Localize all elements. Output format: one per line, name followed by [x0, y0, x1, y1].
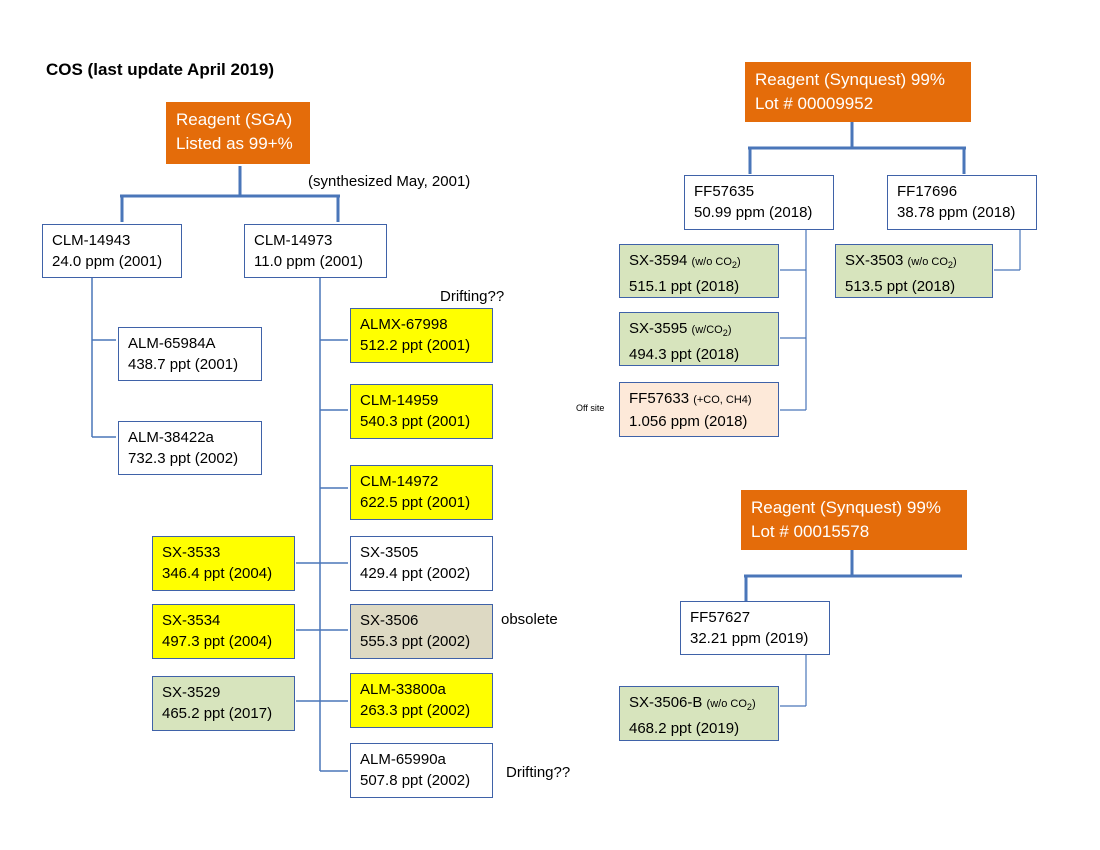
- ff57633-id: FF57633: [629, 390, 690, 407]
- ff17696-value: 38.78 ppm (2018): [897, 204, 1016, 221]
- sx-3506-b-sub: 2: [746, 702, 752, 713]
- sx-3503-node: SX-3503 (w/o CO2) 513.5 ppt (2018): [835, 244, 993, 298]
- ff57635-node: FF57635 50.99 ppm (2018): [684, 175, 834, 230]
- reagent-synquest-1-line1: Reagent (Synquest) 99%: [755, 70, 945, 89]
- sx-3533-value: 346.4 ppt (2004): [162, 565, 273, 582]
- sx-3505-node: SX-3505 429.4 ppt (2002): [350, 536, 493, 591]
- clm-14973-value: 11.0 ppm (2001): [254, 253, 363, 270]
- clm-14959-value: 540.3 ppt (2001): [360, 413, 471, 430]
- ff17696-node: FF17696 38.78 ppm (2018): [887, 175, 1037, 230]
- sx-3506-b-node: SX-3506-B (w/o CO2) 468.2 ppt (2019): [619, 686, 779, 741]
- reagent-sga-node: Reagent (SGA) Listed as 99+%: [166, 102, 310, 164]
- sx-3534-id: SX-3534: [162, 612, 221, 629]
- sx-3594-note: (w/o CO: [691, 256, 732, 268]
- sx-3506-b-id: SX-3506-B: [629, 694, 703, 711]
- sx-3595-node: SX-3595 (w/CO2) 494.3 ppt (2018): [619, 312, 779, 366]
- almx-67998-node: ALMX-67998 512.2 ppt (2001): [350, 308, 493, 363]
- obsolete-note: obsolete: [501, 611, 558, 628]
- sx-3594-node: SX-3594 (w/o CO2) 515.1 ppt (2018): [619, 244, 779, 298]
- sx-3533-node: SX-3533 346.4 ppt (2004): [152, 536, 295, 591]
- ff57627-value: 32.21 ppm (2019): [690, 630, 809, 647]
- sx-3529-value: 465.2 ppt (2017): [162, 705, 273, 722]
- sx-3506-value: 555.3 ppt (2002): [360, 633, 471, 650]
- clm-14943-value: 24.0 ppm (2001): [52, 253, 163, 270]
- sx-3503-note: (w/o CO: [907, 256, 948, 268]
- ff57635-value: 50.99 ppm (2018): [694, 204, 813, 221]
- clm-14943-id: CLM-14943: [52, 232, 131, 249]
- sx-3595-value: 494.3 ppt (2018): [629, 346, 740, 364]
- clm-14972-node: CLM-14972 622.5 ppt (2001): [350, 465, 493, 520]
- sx-3503-value: 513.5 ppt (2018): [845, 278, 956, 296]
- sx-3595-note: (w/CO: [691, 324, 723, 336]
- sx-3506-node: SX-3506 555.3 ppt (2002): [350, 604, 493, 659]
- ff57633-value: 1.056 ppm (2018): [629, 413, 748, 430]
- alm-65990a-value: 507.8 ppt (2002): [360, 772, 471, 789]
- clm-14972-id: CLM-14972: [360, 473, 439, 490]
- sx-3595-sub: 2: [722, 328, 728, 339]
- sx-3503-close: ): [952, 256, 957, 268]
- ff57633-node: FF57633 (+CO, CH4) 1.056 ppm (2018): [619, 382, 779, 437]
- reagent-sga-line2: Listed as 99+%: [176, 134, 293, 153]
- ff17696-id: FF17696: [897, 183, 958, 200]
- synthesized-note: (synthesized May, 2001): [308, 173, 471, 190]
- reagent-synquest-1-node: Reagent (Synquest) 99% Lot # 00009952: [745, 62, 971, 122]
- sx-3505-id: SX-3505: [360, 544, 419, 561]
- sx-3595-id: SX-3595: [629, 320, 688, 337]
- sx-3595-close: ): [727, 324, 732, 336]
- clm-14959-id: CLM-14959: [360, 392, 439, 409]
- sx-3529-node: SX-3529 465.2 ppt (2017): [152, 676, 295, 731]
- clm-14973-node: CLM-14973 11.0 ppm (2001): [244, 224, 387, 278]
- sx-3506-id: SX-3506: [360, 612, 419, 629]
- clm-14943-node: CLM-14943 24.0 ppm (2001): [42, 224, 182, 278]
- off-site-note: Off site: [576, 403, 605, 413]
- sx-3533-id: SX-3533: [162, 544, 221, 561]
- alm-33800a-node: ALM-33800a 263.3 ppt (2002): [350, 673, 493, 728]
- sx-3503-id: SX-3503: [845, 252, 904, 269]
- sx-3506-b-close: ): [751, 698, 756, 710]
- alm-33800a-value: 263.3 ppt (2002): [360, 702, 471, 719]
- page-title: COS (last update April 2019): [46, 60, 274, 79]
- alm-65984a-value: 438.7 ppt (2001): [128, 356, 239, 373]
- drifting-note-top: Drifting??: [440, 288, 505, 305]
- clm-14972-value: 622.5 ppt (2001): [360, 494, 471, 511]
- sx-3506-b-note: (w/o CO: [706, 698, 747, 710]
- sx-3594-id: SX-3594: [629, 252, 688, 269]
- sx-3534-node: SX-3534 497.3 ppt (2004): [152, 604, 295, 659]
- sx-3506-b-value: 468.2 ppt (2019): [629, 720, 740, 738]
- reagent-sga-line1: Reagent (SGA): [176, 110, 293, 129]
- ff57627-id: FF57627: [690, 609, 751, 626]
- reagent-synquest-2-line2: Lot # 00015578: [751, 522, 870, 541]
- alm-65990a-node: ALM-65990a 507.8 ppt (2002): [350, 743, 493, 798]
- alm-33800a-id: ALM-33800a: [360, 681, 446, 698]
- ff57627-node: FF57627 32.21 ppm (2019): [680, 601, 830, 655]
- almx-67998-id: ALMX-67998: [360, 316, 448, 333]
- sx-3534-value: 497.3 ppt (2004): [162, 633, 273, 650]
- alm-65984a-id: ALM-65984A: [128, 335, 216, 352]
- sx-3529-id: SX-3529: [162, 684, 221, 701]
- sx-3505-value: 429.4 ppt (2002): [360, 565, 471, 582]
- alm-65984a-node: ALM-65984A 438.7 ppt (2001): [118, 327, 262, 381]
- reagent-synquest-1-line2: Lot # 00009952: [755, 94, 874, 113]
- reagent-synquest-2-node: Reagent (Synquest) 99% Lot # 00015578: [741, 490, 967, 550]
- alm-38422a-id: ALM-38422a: [128, 429, 214, 446]
- clm-14959-node: CLM-14959 540.3 ppt (2001): [350, 384, 493, 439]
- clm-14973-id: CLM-14973: [254, 232, 333, 249]
- sx-3503-sub: 2: [947, 260, 953, 271]
- drifting-note-bottom: Drifting??: [506, 764, 571, 781]
- almx-67998-value: 512.2 ppt (2001): [360, 337, 471, 354]
- sx-3594-sub: 2: [731, 260, 737, 271]
- sx-3594-close: ): [736, 256, 741, 268]
- ff57635-id: FF57635: [694, 183, 755, 200]
- reagent-synquest-2-line1: Reagent (Synquest) 99%: [751, 498, 941, 517]
- alm-38422a-node: ALM-38422a 732.3 ppt (2002): [118, 421, 262, 475]
- sx-3594-value: 515.1 ppt (2018): [629, 278, 740, 296]
- ff57633-note: (+CO, CH4): [693, 394, 752, 406]
- alm-38422a-value: 732.3 ppt (2002): [128, 450, 239, 467]
- alm-65990a-id: ALM-65990a: [360, 751, 446, 768]
